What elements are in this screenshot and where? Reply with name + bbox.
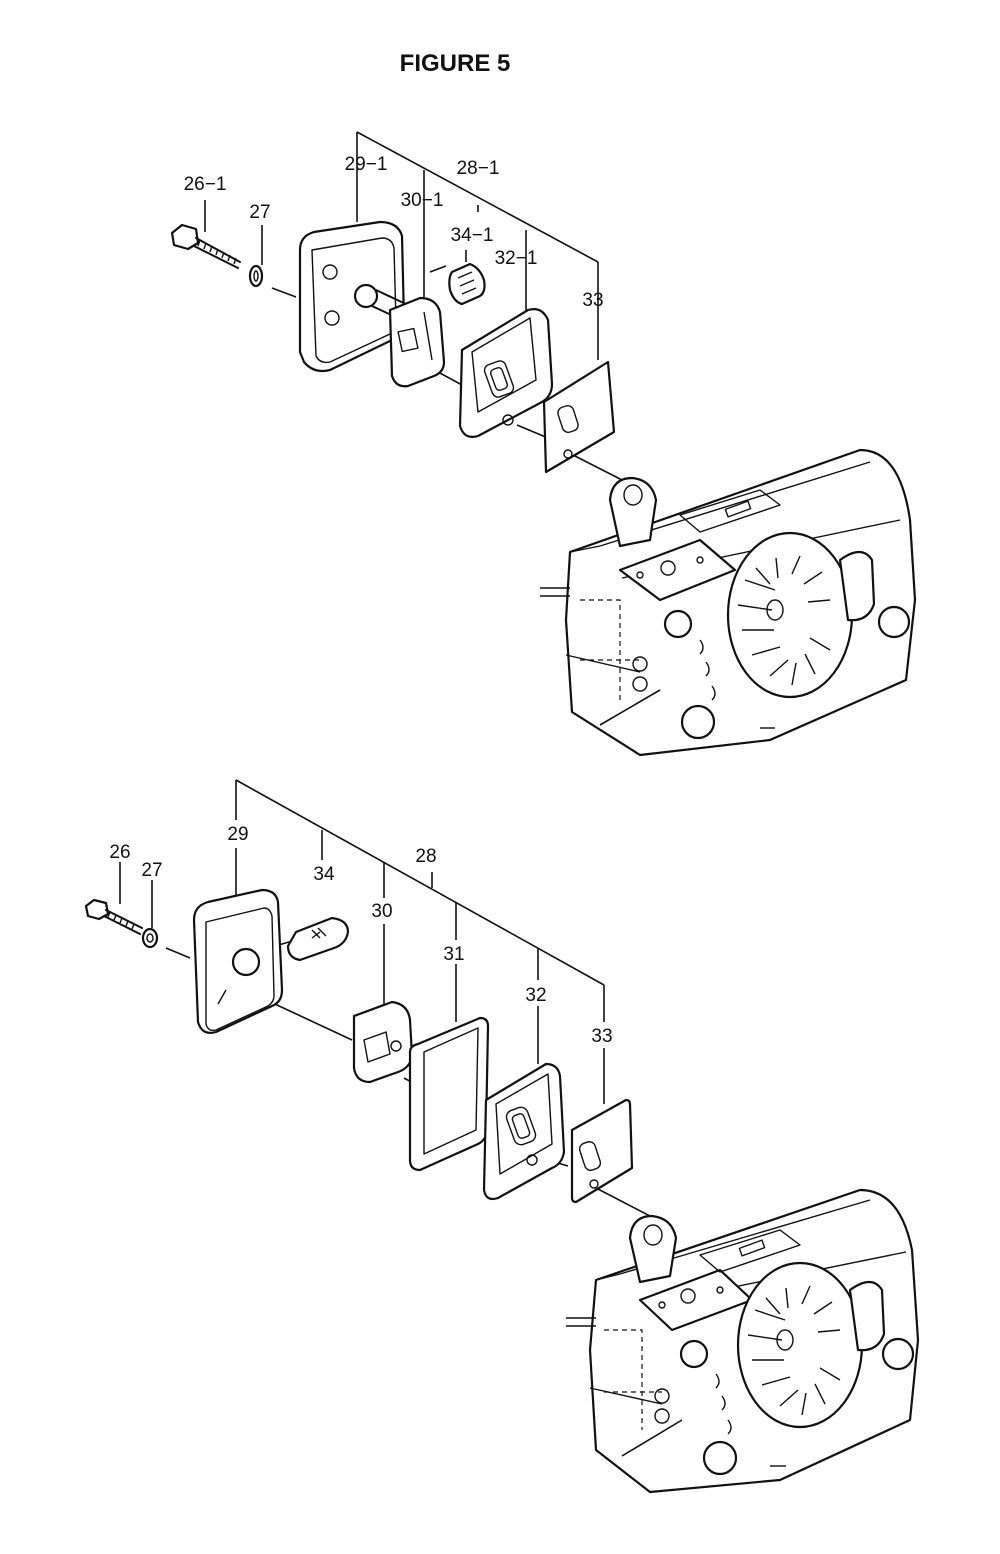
muffler-cover-29-1 — [298, 220, 409, 373]
crankcase-upper — [540, 448, 917, 757]
gasket-33 — [542, 360, 616, 474]
washer-27-lower — [141, 927, 159, 949]
screen-34-1 — [448, 262, 486, 306]
baffle-30-1 — [388, 296, 446, 388]
crankcase-lower — [566, 1188, 920, 1494]
upper-assembly: 26−1 27 29−1 30−1 28−1 34−1 32−1 33 — [170, 131, 917, 757]
label-34-1: 34−1 — [451, 225, 494, 246]
label-30: 30 — [371, 901, 392, 922]
label-28-1: 28−1 — [457, 158, 500, 179]
label-32: 32 — [525, 985, 546, 1006]
label-33-lower: 33 — [591, 1026, 612, 1047]
label-27-upper: 27 — [249, 202, 270, 223]
gasket-33-lower — [570, 1098, 634, 1204]
gasket-31 — [408, 1016, 490, 1172]
screw-26 — [84, 898, 143, 935]
muffler-body-32 — [482, 1062, 566, 1201]
muffler-body-32-1 — [458, 308, 554, 438]
lower-assembly: 26 27 29 34 30 28 31 32 33 — [84, 779, 920, 1494]
bolt-26-1 — [170, 223, 241, 269]
upper-bracket-lines — [204, 131, 627, 483]
screen-34 — [286, 916, 350, 962]
label-28: 28 — [415, 846, 436, 867]
label-26-1: 26−1 — [184, 174, 227, 195]
washer-27 — [248, 264, 264, 288]
baffle-30 — [352, 1000, 414, 1084]
label-27-lower: 27 — [141, 860, 162, 881]
label-32-1: 32−1 — [495, 248, 538, 269]
label-29: 29 — [227, 824, 248, 845]
muffler-cover-29 — [192, 888, 284, 1034]
label-31: 31 — [443, 944, 464, 965]
label-29-1: 29−1 — [345, 154, 388, 175]
figure-title: FIGURE 5 — [399, 50, 511, 77]
label-26: 26 — [109, 842, 130, 863]
label-30-1: 30−1 — [401, 190, 444, 211]
label-34: 34 — [313, 864, 335, 885]
label-33-upper: 33 — [582, 290, 603, 311]
